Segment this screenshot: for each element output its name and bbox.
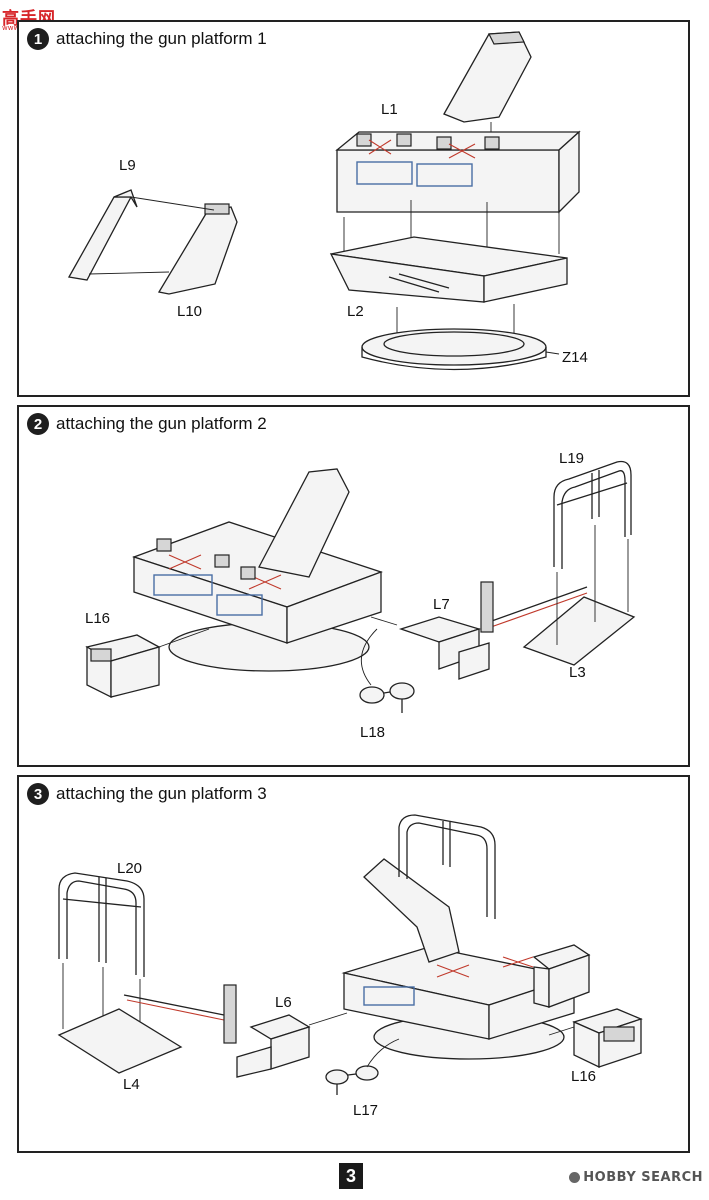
step-2-drawing: L19 L16 L7 L3 L18: [85, 450, 636, 741]
part-l16-step3: [548, 1008, 643, 1069]
step-3-title: 3 attaching the gun platform 3: [27, 783, 267, 805]
watermark: HOBBY SEARCH: [569, 1170, 703, 1185]
watermark-text: HOBBY SEARCH: [583, 1170, 703, 1185]
label-l2: L2: [347, 303, 364, 320]
step-1-panel: 1 attaching the gun platform 1: [17, 20, 690, 397]
label-l3: L3: [569, 664, 586, 681]
label-l9: L9: [119, 157, 136, 174]
label-l20: L20: [117, 860, 142, 877]
step-3-title-text: attaching the gun platform 3: [56, 784, 267, 803]
label-l6: L6: [275, 994, 292, 1011]
step-2-title-text: attaching the gun platform 2: [56, 414, 267, 433]
part-platform-assembly-3: [341, 814, 591, 1060]
part-l19: [553, 460, 632, 645]
page-number: 3: [339, 1163, 363, 1189]
watermark-logo-icon: [569, 1172, 581, 1183]
part-l16: [85, 628, 210, 699]
label-l18: L18: [360, 724, 385, 741]
label-l17: L17: [353, 1102, 378, 1119]
step-1-number: 1: [27, 28, 49, 50]
step-2-title: 2 attaching the gun platform 2: [27, 413, 267, 435]
step-1-title: 1 attaching the gun platform 1: [27, 28, 267, 50]
step-2-number: 2: [27, 413, 49, 435]
step-3-drawing: L20 L6 L4 L16 L17: [57, 814, 643, 1119]
part-l20: [58, 872, 145, 1039]
label-l19: L19: [559, 450, 584, 467]
label-l7: L7: [433, 596, 450, 613]
part-l1: [335, 130, 581, 214]
label-l16-step3: L16: [571, 1068, 596, 1085]
part-l2: [329, 236, 568, 303]
step-1-title-text: attaching the gun platform 1: [56, 29, 267, 48]
part-l6: [236, 1012, 348, 1078]
part-l4: [57, 984, 237, 1074]
step-3-number: 3: [27, 783, 49, 805]
step-1-drawing: L1 L9 L10 L2 Z14: [67, 31, 588, 371]
label-z14: Z14: [562, 349, 588, 366]
part-l7: [370, 616, 490, 680]
part-upper-arm: [443, 31, 532, 142]
step-2-panel: 2 attaching the gun platform 2: [17, 405, 690, 767]
part-l17: [325, 1038, 400, 1095]
label-l4: L4: [123, 1076, 140, 1093]
label-l1: L1: [381, 101, 398, 118]
part-z14: [361, 328, 560, 371]
part-l3: [480, 581, 636, 666]
part-platform-assembly: [132, 468, 383, 672]
part-l9-l10: [67, 189, 238, 295]
part-l18: [359, 628, 415, 713]
label-l16: L16: [85, 610, 110, 627]
label-l10: L10: [177, 303, 202, 320]
step-3-panel: 3 attaching the gun platform 3: [17, 775, 690, 1153]
